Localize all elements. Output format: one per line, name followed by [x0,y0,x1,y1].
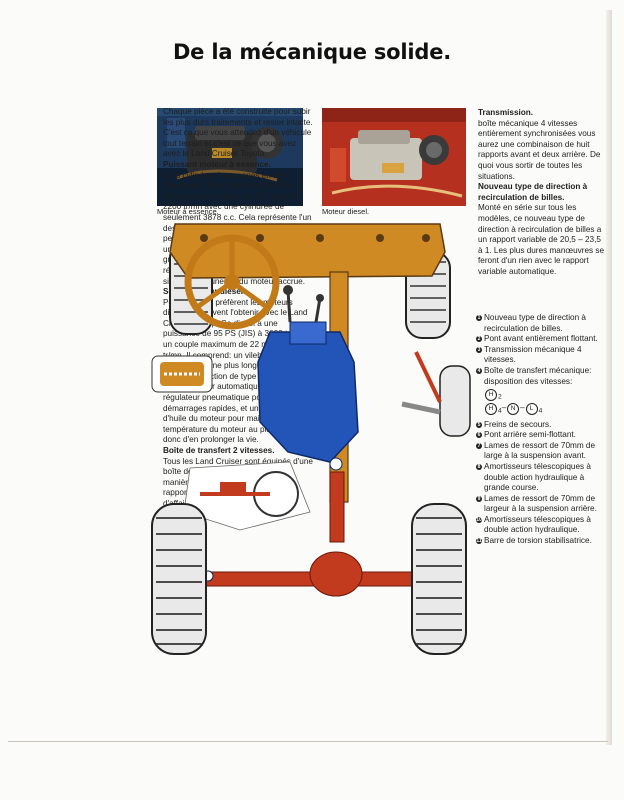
petrol-engine-caption: Moteur à essence. [157,207,219,216]
front-suspension-detail [401,351,471,437]
petrol-engine-heading: Puissant moteur à essence. [163,159,271,169]
gear-n-icon: N [507,403,520,416]
number-badge-icon: 8 [476,463,482,470]
gear-h2-icon: H [485,389,497,402]
transfer-box-heading: Boîte de transfert 2 vitesses. [163,446,275,455]
petrol-engine-photo [157,108,303,206]
gear-h4-icon: H [485,403,497,416]
number-badge-icon: 2 [476,336,482,343]
page-edge [606,10,612,745]
diesel-engine-caption: Moteur diesel. [322,207,370,216]
intro-paragraph: Chaque pièce a été construite pour subir… [163,107,313,159]
number-badge-icon: 9 [476,495,482,502]
steering-wheel [184,234,280,330]
rear-right-wheel [411,503,467,655]
steering-box-detail [151,355,213,393]
page-title: De la mécanique solide. [172,40,452,65]
steering-paragraph: Monté en série sur tous les modèles, ce … [478,203,605,276]
rear-axle [191,471,425,597]
steering-heading: Nouveau type de direction à recirculatio… [478,182,588,202]
bottom-rule [8,741,608,742]
number-badge-icon: 6 [476,432,482,439]
rear-left-wheel [151,503,207,655]
brake-detail [183,461,311,531]
number-badge-icon: 1 [476,315,482,321]
transmission-heading: Transmission. [478,108,534,117]
number-badge-icon: 11 [476,538,482,545]
number-badge-icon: 5 [476,421,482,428]
chassis-illustration [151,223,471,655]
transmission-unit [257,285,359,471]
number-badge-icon: 3 [476,346,482,353]
right-text-column: Transmission. boîte mécanique 4 vitesses… [478,108,606,278]
transmission-paragraph: boîte mécanique 4 vitesses entièrement s… [478,118,601,181]
number-badge-icon: 10 [476,516,482,523]
number-badge-icon: 4 [476,367,482,374]
diesel-engine-photo [322,108,466,206]
gear-l4-icon: L [525,403,538,416]
number-badge-icon: 7 [476,442,482,449]
